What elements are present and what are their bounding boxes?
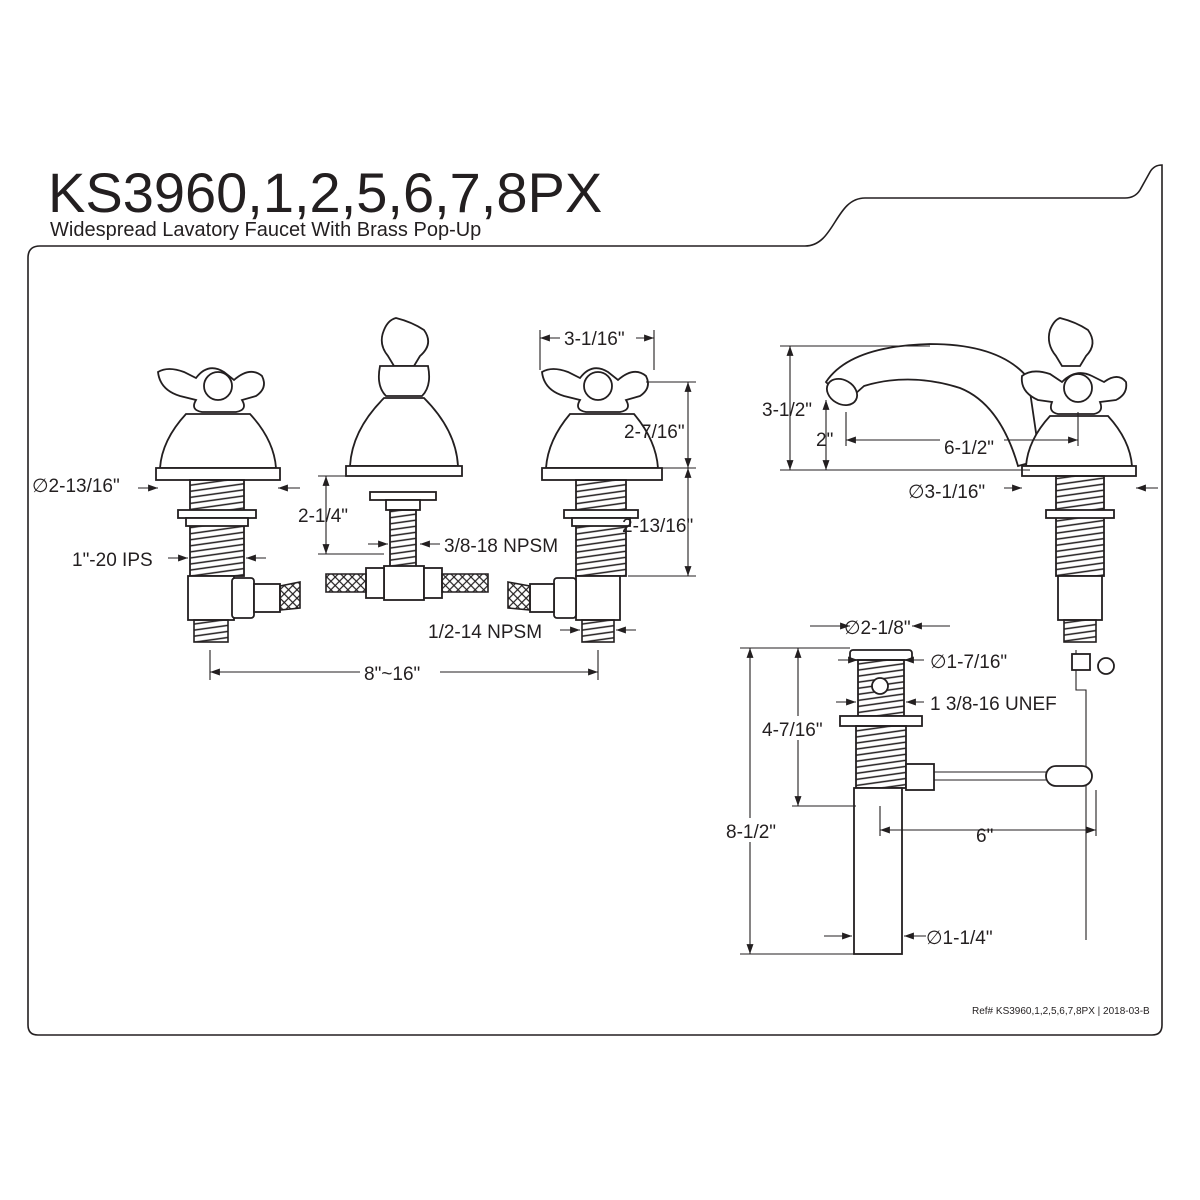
side-base-flange bbox=[1021, 465, 1137, 477]
dim-drain-body-height: 4-7/16" bbox=[762, 720, 823, 741]
dim-drain-total-height: 8-1/2" bbox=[726, 822, 776, 843]
left-threaded-shank bbox=[189, 479, 245, 577]
dim-valve-outlet-thread: 1/2-14 NPSM bbox=[428, 622, 542, 643]
dim-drain-flange-diameter: ∅2-1/8" bbox=[844, 618, 911, 639]
dim-drain-thread: 1 3/8-16 UNEF bbox=[930, 694, 1057, 715]
side-spout-arc bbox=[824, 343, 1042, 468]
center-handle-collar bbox=[377, 365, 431, 397]
center-tee-body bbox=[383, 565, 425, 601]
lift-rod-clamp bbox=[1071, 653, 1091, 671]
dim-handle-width: 3-1/16" bbox=[564, 329, 625, 350]
center-threaded-shank bbox=[389, 509, 417, 569]
right-washer bbox=[571, 517, 631, 527]
drain-pivot-rod bbox=[934, 771, 1050, 781]
dim-handle-thread: 1"-20 IPS bbox=[72, 550, 153, 571]
left-bell-cap bbox=[159, 413, 277, 469]
drain-body-lower bbox=[855, 725, 907, 789]
sheet-frame bbox=[27, 164, 1163, 1036]
dim-spout-reach: 6-1/2" bbox=[944, 438, 994, 459]
side-handle-index-button bbox=[1063, 373, 1093, 403]
page-subtitle: Widespread Lavatory Faucet With Brass Po… bbox=[50, 219, 481, 241]
side-lever-handle bbox=[1047, 317, 1094, 367]
right-base-flange bbox=[541, 467, 663, 481]
center-lever-handle bbox=[380, 317, 430, 367]
dim-spout-thread: 3/8-18 NPSM bbox=[444, 536, 558, 557]
right-outlet-nut bbox=[553, 577, 577, 619]
left-handle-valve bbox=[155, 367, 301, 643]
popup-drain bbox=[839, 649, 1093, 955]
side-view-faucet bbox=[824, 317, 1137, 940]
right-outlet-ferrule bbox=[529, 583, 555, 613]
center-left-hose bbox=[325, 573, 367, 593]
dim-spout-clearance: 2" bbox=[816, 430, 833, 451]
reference-code: Ref# KS3960,1,2,5,6,7,8PX | 2018-03-B bbox=[972, 1006, 1150, 1017]
right-valve-body bbox=[575, 575, 621, 621]
left-outlet-nut bbox=[231, 577, 255, 619]
drain-flange-top bbox=[849, 649, 913, 661]
dim-shank-length: 2-13/16" bbox=[622, 516, 693, 537]
drain-strap-clip bbox=[1045, 765, 1093, 787]
right-handle-valve bbox=[507, 367, 663, 643]
side-outlet-thread bbox=[1063, 619, 1097, 643]
drain-tailpiece bbox=[853, 787, 903, 955]
dim-handle-height: 2-7/16" bbox=[624, 422, 685, 443]
dim-spout-base-diameter: ∅3-1/16" bbox=[908, 482, 985, 503]
center-mount-washer bbox=[369, 491, 437, 501]
side-threaded-shank bbox=[1055, 475, 1105, 577]
dim-pivot-rod-length: 6" bbox=[976, 826, 993, 847]
center-spout-body bbox=[349, 397, 459, 467]
dim-center-spread: 8"~16" bbox=[364, 664, 420, 685]
left-valve-body bbox=[187, 575, 235, 621]
left-handle-index-button bbox=[203, 371, 233, 401]
dim-spout-shank-length: 2-1/4" bbox=[298, 506, 348, 527]
left-base-flange bbox=[155, 467, 281, 481]
center-tee-left-nut bbox=[365, 567, 385, 599]
lift-rod-thumbscrew bbox=[1097, 657, 1115, 675]
dim-handle-flange-diameter: ∅2-13/16" bbox=[32, 476, 120, 497]
dim-tailpiece-diameter: ∅1-1/4" bbox=[926, 928, 993, 949]
left-outlet-thread bbox=[193, 619, 229, 643]
right-braided-hose bbox=[507, 581, 531, 611]
drain-pivot-housing bbox=[905, 763, 935, 791]
center-right-hose bbox=[441, 573, 489, 593]
center-spout-front bbox=[325, 317, 489, 601]
side-mount-nut bbox=[1045, 509, 1115, 519]
center-spout-base bbox=[345, 465, 463, 477]
lift-rod bbox=[1075, 650, 1087, 940]
left-washer bbox=[185, 517, 249, 527]
drain-overflow-hole bbox=[871, 677, 889, 695]
left-braided-hose bbox=[279, 581, 301, 611]
center-tee-right-nut bbox=[423, 567, 443, 599]
center-mount-nut bbox=[385, 499, 421, 511]
right-outlet-thread bbox=[581, 619, 615, 643]
side-spout-aerator bbox=[826, 377, 858, 407]
dim-drain-opening-diameter: ∅1-7/16" bbox=[930, 652, 1007, 673]
right-handle-index-button bbox=[583, 371, 613, 401]
page-title: KS3960,1,2,5,6,7,8PX bbox=[48, 161, 602, 224]
drain-mount-nut bbox=[839, 715, 923, 727]
left-outlet-ferrule bbox=[253, 583, 281, 613]
left-mount-nut bbox=[177, 509, 257, 519]
side-bell-cap bbox=[1025, 415, 1133, 467]
dim-spout-height: 3-1/2" bbox=[762, 400, 812, 421]
right-threaded-shank bbox=[575, 479, 627, 577]
side-valve-body bbox=[1057, 575, 1103, 621]
